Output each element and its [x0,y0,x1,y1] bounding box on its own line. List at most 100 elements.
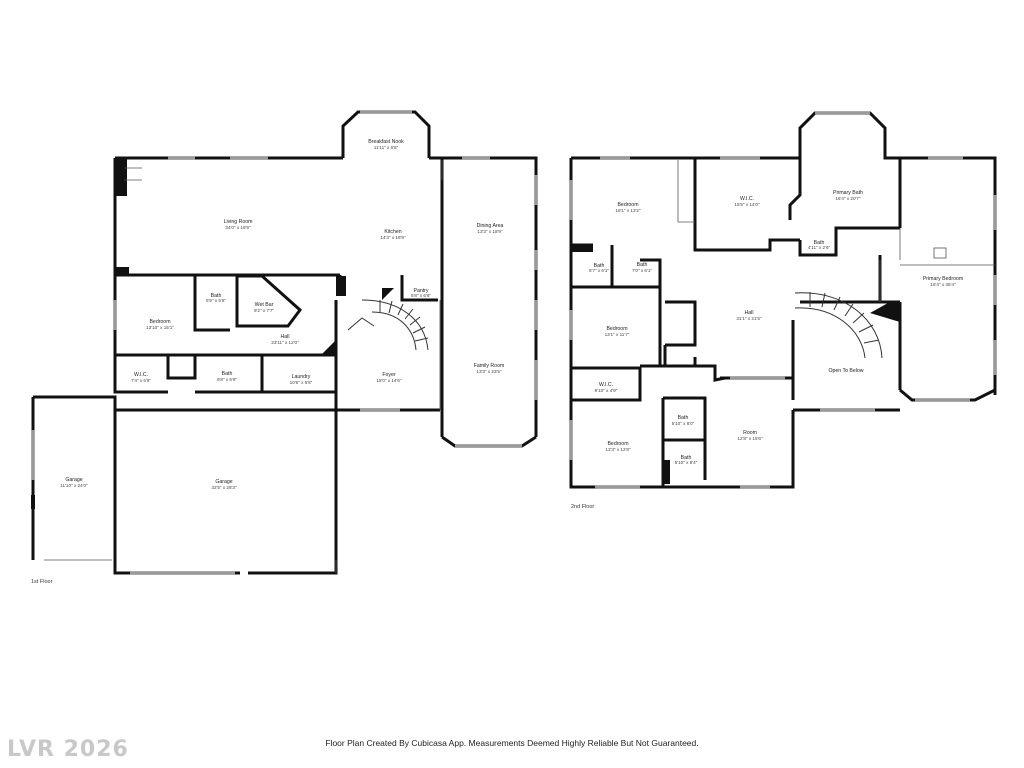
room-name: Primary Bath [833,190,863,196]
footer-disclaimer: Floor Plan Created By Cubicasa App. Meas… [325,738,699,748]
room-name: Hall [745,310,754,316]
room-dimensions: 5'8" x 6'6" [411,293,431,298]
room-dimensions: 13'1" x 11'7" [605,332,630,337]
room-pantry: Pantry 5'8" x 6'6" [411,288,431,298]
floor1-thin-lines [44,160,443,573]
room-bath-d: Bath 5'10" x 6'4" [675,455,698,465]
room-name: Bath [222,371,233,377]
room-name: Bath [211,293,222,299]
room-dimensions: 11'11" x 6'8" [374,145,399,150]
room-dimensions: 5'5" x 5'8" [206,298,226,303]
room-dimensions: 23'11" x 12'0" [271,340,299,345]
room-name: W.I.C. [134,372,148,378]
room-dimensions: 7'0" x 6'1" [632,268,652,273]
floor1-solid-marks [31,158,394,509]
room-primary-bath: Primary Bath 16'4" x 20'7" [833,190,863,201]
room-open-to-below: Open To Below [828,368,863,374]
room-hall: Hall 23'11" x 12'0" [271,334,299,345]
room-family: Family Room 13'3" x 23'5" [474,363,505,374]
room-name: Garage [215,479,232,485]
room-wic: W.I.C. 7'4" x 5'8" [131,372,151,383]
room-name: Bedroom [617,202,638,208]
room-dimensions: 13'3" x 23'5" [476,369,502,374]
room-wic2: W.I.C. 9'10" x 4'9" [595,382,618,393]
room-name: Bath [678,415,689,421]
room-dimensions: 16'4" x 20'7" [835,196,861,201]
room-dimensions: 6'7" x 6'1" [589,268,609,273]
room-dimensions: 12'8" x 15'6" [737,436,763,441]
room-foyer: Foyer 15'0" x 14'6" [376,372,402,383]
floor2-solid-marks [571,245,900,484]
room-name: Garage [65,477,82,483]
room-name: Bath [814,240,825,246]
floor1-staircase [347,299,429,351]
room-name: W.I.C. [740,196,754,202]
room-dining: Dining Area 13'3" x 18'9" [477,223,504,234]
room-dimensions: 13'10" x 15'1" [146,325,174,330]
room-name: Bath [637,262,648,268]
room-wet-bar: Wet Bar 9'2" x 7'7" [254,302,274,313]
room-primary-bedroom: Primary Bedroom 16'4" x 35'4" [923,276,963,287]
room-room: Room 12'8" x 15'6" [737,430,763,441]
room-dimensions: 31'1" x 21'5" [736,316,762,321]
room-dimensions: 10'6" x 5'8" [290,380,313,385]
room-dimensions: 9'8" x 5'8" [217,377,237,382]
room-name: W.I.C. [599,382,613,388]
floor2-windows [569,111,997,489]
room-name: Room [743,430,757,436]
room-name: Bedroom [149,319,170,325]
room-name: Breakfast Nook [368,139,404,145]
room-bath: Bath 9'8" x 5'8" [217,371,237,382]
room-garage-a: Garage 11'10" x 24'0" [60,477,88,488]
room-bath-tiny: Bath 4'11" x 2'6" [808,240,831,250]
floor2-thin-lines [677,160,995,302]
room-dimensions: 14'3" x 18'9" [380,235,406,240]
room-name: Kitchen [384,229,401,235]
room-hall-2f: Hall 31'1" x 21'5" [736,310,762,321]
room-name: Wet Bar [255,302,274,308]
room-name: Family Room [474,363,505,369]
room-bedroom-nw: Bedroom 18'1" x 13'2" [615,202,641,213]
room-living: Living Room 34'0" x 16'9" [224,219,253,230]
room-name: Bedroom [607,441,628,447]
room-dimensions: 18'1" x 13'2" [615,208,641,213]
room-name: Bath [681,455,692,461]
room-name: Pantry [414,288,429,294]
room-dimensions: 9'2" x 7'7" [254,308,274,313]
room-dimensions: 16'4" x 35'4" [930,282,956,287]
room-name: Hall [281,334,290,340]
room-bath-a: Bath 6'7" x 6'1" [589,263,609,273]
room-name: Laundry [292,374,311,380]
room-bedroom-sw: Bedroom 13'3" x 12'8" [605,441,631,452]
room-bath-c: Bath 5'10" x 6'0" [672,415,695,426]
room-name: Bath [594,263,605,269]
room-dimensions: 13'3" x 12'8" [605,447,631,452]
room-bath-b: Bath 7'0" x 6'1" [632,262,652,273]
room-dimensions: 34'0" x 16'9" [225,225,251,230]
room-name: Living Room [224,219,253,225]
room-dimensions: 13'3" x 18'9" [477,229,503,234]
room-name: Primary Bedroom [923,276,963,282]
watermark: LVR 2026 [7,737,129,762]
room-wic-2f: W.I.C. 15'5" x 14'0" [734,196,760,207]
floor1-label: 1st Floor [31,579,53,585]
room-dimensions: 32'5" x 28'3" [211,485,237,490]
room-dimensions: 4'11" x 2'6" [808,245,831,250]
floor1-windows [31,110,538,575]
room-name: Foyer [382,372,396,378]
room-garage-b: Garage 32'5" x 28'3" [211,479,237,490]
room-laundry: Laundry 10'6" x 5'8" [290,374,313,385]
room-bedroom: Bedroom 13'10" x 15'1" [146,319,174,330]
room-dimensions: 7'4" x 5'8" [131,378,151,383]
floor2-label: 2nd Floor [571,504,595,510]
room-dimensions: 9'10" x 4'9" [595,388,618,393]
room-dimensions: 5'10" x 6'4" [675,460,698,465]
room-name: Open To Below [828,368,863,374]
room-dimensions: 5'10" x 6'0" [672,421,695,426]
room-name: Dining Area [477,223,504,229]
room-bath-small: Bath 5'5" x 5'8" [206,293,226,303]
floor2-staircase [794,292,883,359]
room-name: Bedroom [606,326,627,332]
